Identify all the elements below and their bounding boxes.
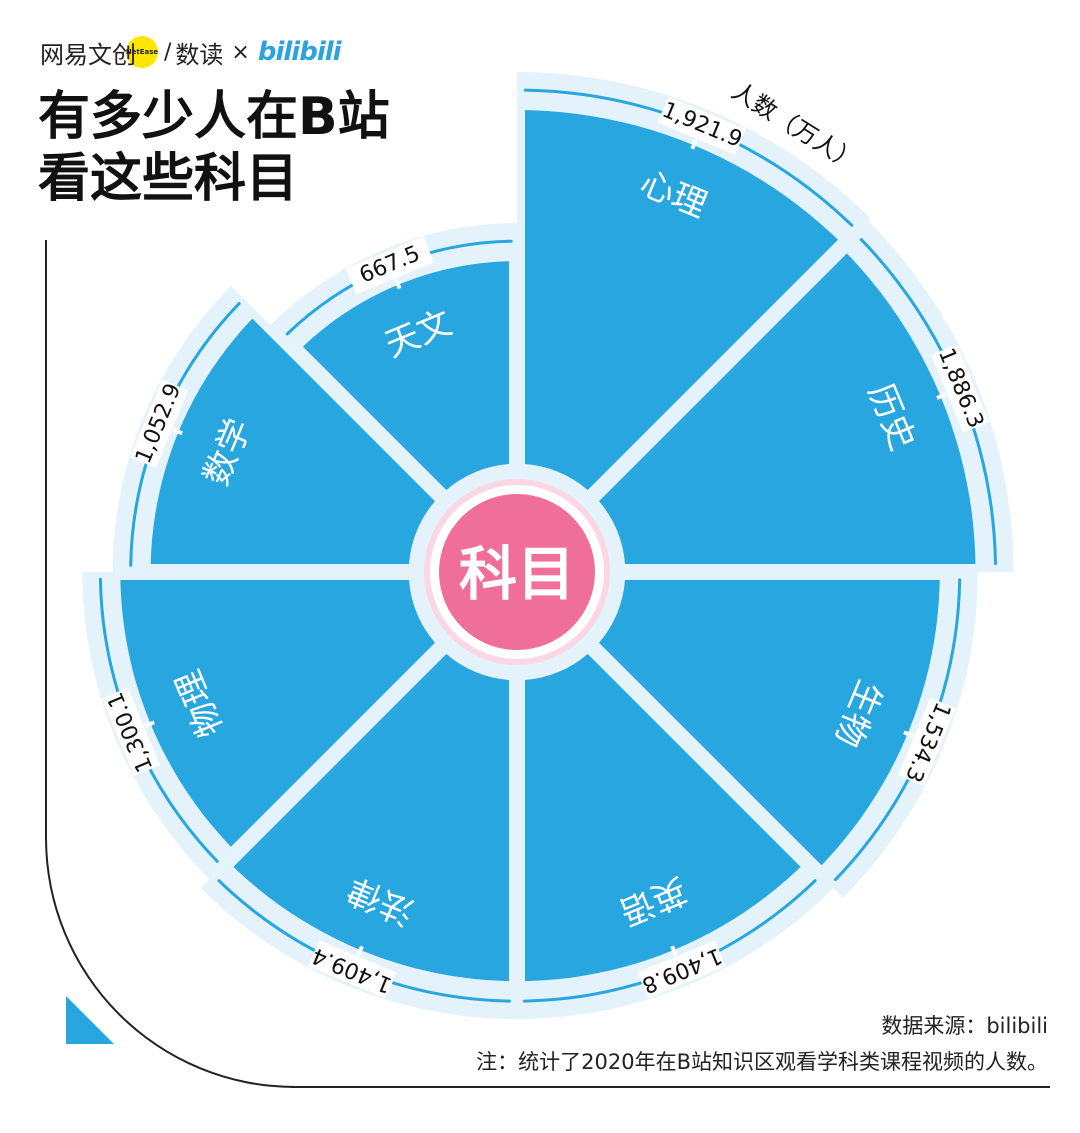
petal-历史 (599, 253, 976, 564)
center-label: 科目 (459, 540, 575, 608)
petal-天文 (302, 261, 509, 490)
tick-mark (936, 392, 947, 400)
tick-mark (903, 730, 914, 738)
tick-mark (670, 945, 678, 957)
corner-triangle-icon (66, 996, 114, 1044)
tick-mark (356, 945, 364, 957)
frame-bottom-line (292, 1086, 1050, 1088)
brand-times-icon: × (231, 39, 250, 65)
value-label-bg (102, 687, 161, 776)
petal-数学 (150, 318, 435, 564)
petal-法律 (233, 654, 509, 982)
chart-petals (120, 110, 976, 982)
tick-mark (393, 278, 402, 290)
tick-mark (172, 427, 183, 436)
brand-shudu-logo: 数读 (175, 40, 224, 69)
tick-mark (144, 720, 155, 728)
brand-netease-en: NetEase (125, 48, 159, 56)
petal-心理 (525, 110, 838, 490)
value-label-bg (308, 940, 397, 999)
frame-left-line (45, 240, 47, 840)
footnote: 注：统计了2020年在B站知识区观看学科类课程视频的人数。 (476, 1050, 1048, 1074)
petal-生物 (599, 580, 940, 866)
value-label-bg (897, 697, 957, 786)
value-label-bg (130, 379, 189, 468)
brand-header: 网易文创 NetEase / 数读 × bilibili (40, 34, 342, 70)
value-label-bg (345, 236, 435, 295)
petal-物理 (120, 580, 436, 847)
brand-slash: / (164, 39, 172, 65)
value-label-bg (931, 344, 990, 433)
chart-center: 科目 (424, 479, 610, 665)
center-disc (439, 494, 595, 650)
tick-mark (690, 138, 698, 150)
petal-英语 (525, 654, 801, 982)
brand-bilibili-logo: bilibili (257, 37, 342, 67)
value-label-bg (657, 96, 746, 155)
value-label-bg (637, 940, 726, 999)
data-source: 数据来源：bilibili (881, 1014, 1048, 1038)
page-title: 有多少人在B站 看这些科目 (38, 87, 390, 209)
brand-netease-dot: NetEase (126, 36, 158, 68)
brand-netease-logo: 网易文创 (40, 40, 136, 69)
